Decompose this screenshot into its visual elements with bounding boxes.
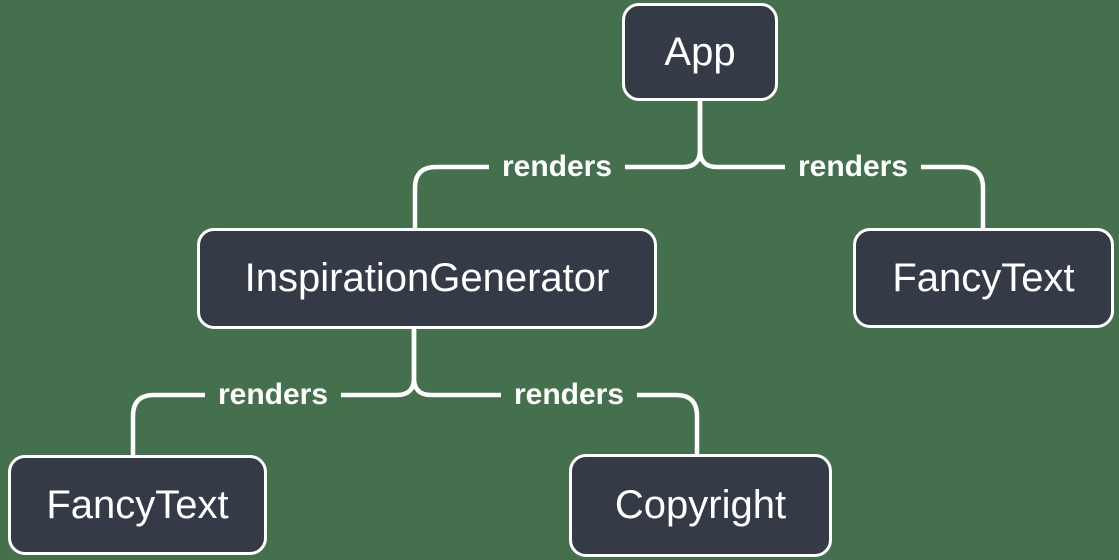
edge-label-app-inspirationgenerator: renders — [488, 150, 626, 184]
node-fancy-text-top: FancyText — [853, 228, 1114, 328]
edge-label-inspirationgenerator-copyright: renders — [500, 378, 638, 412]
node-inspiration-generator: InspirationGenerator — [197, 228, 657, 329]
node-copyright: Copyright — [569, 454, 832, 557]
node-fancy-text-bottom: FancyText — [8, 455, 267, 555]
edge-label-app-fancytext: renders — [784, 150, 922, 184]
node-app: App — [622, 3, 778, 101]
edge-label-inspirationgenerator-fancytext: renders — [204, 378, 342, 412]
